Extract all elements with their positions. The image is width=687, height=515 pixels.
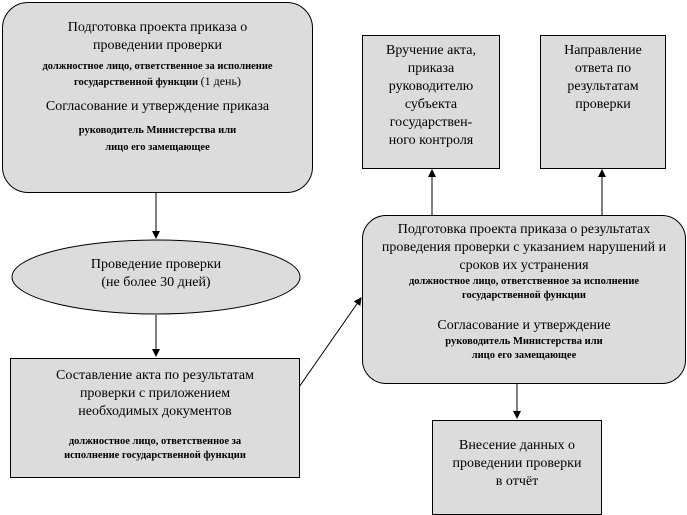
step-title: Внесение данных о проведении проверки в … <box>452 438 582 489</box>
approver: руководитель Министерства или лицо его з… <box>445 336 603 361</box>
step-title: Подготовка проекта приказа о результатах… <box>381 222 667 273</box>
step-title: Подготовка проекта приказа о проведении … <box>67 20 248 53</box>
response-box: Направление ответа по результатам провер… <box>540 35 666 169</box>
inspection-ellipse: Проведение проверки (не более 30 дней) <box>12 256 300 292</box>
act-box: Составление акта по результатам проверки… <box>10 358 300 478</box>
responsible: должностное лицо, ответственное за испол… <box>64 436 246 461</box>
responsible: должностное лицо, ответственное за испол… <box>408 276 640 301</box>
prepare-order-box: Подготовка проекта приказа о проведении … <box>2 2 313 193</box>
term: (1 день) <box>200 74 241 88</box>
ellipse-shape <box>11 239 301 315</box>
delivery-box: Вручение акта, приказа руководителю субъ… <box>362 35 500 169</box>
responsible-text: должностное лицо, ответственное за испол… <box>42 61 273 88</box>
result-order-box: Подготовка проекта приказа о результатах… <box>362 215 686 384</box>
step-title: Составление акта по результатам проверки… <box>56 368 254 419</box>
responsible: должностное лицо, ответственное за испол… <box>3 60 312 90</box>
approval-title: Согласование и утверждение <box>437 318 611 333</box>
arrow-act-to-order <box>289 297 362 401</box>
step-title: Направление ответа по результатам провер… <box>564 43 642 112</box>
report-box: Внесение данных о проведении проверки в … <box>432 420 602 515</box>
approver: руководитель Министерства или лицо его з… <box>78 125 237 153</box>
step-title: Вручение акта, приказа руководителю субъ… <box>386 43 476 148</box>
ellipse-line2: (не более 30 дней) <box>101 275 211 290</box>
ellipse-line1: Проведение проверки <box>90 257 222 272</box>
approval-title: Согласование и утверждение приказа <box>45 99 270 114</box>
